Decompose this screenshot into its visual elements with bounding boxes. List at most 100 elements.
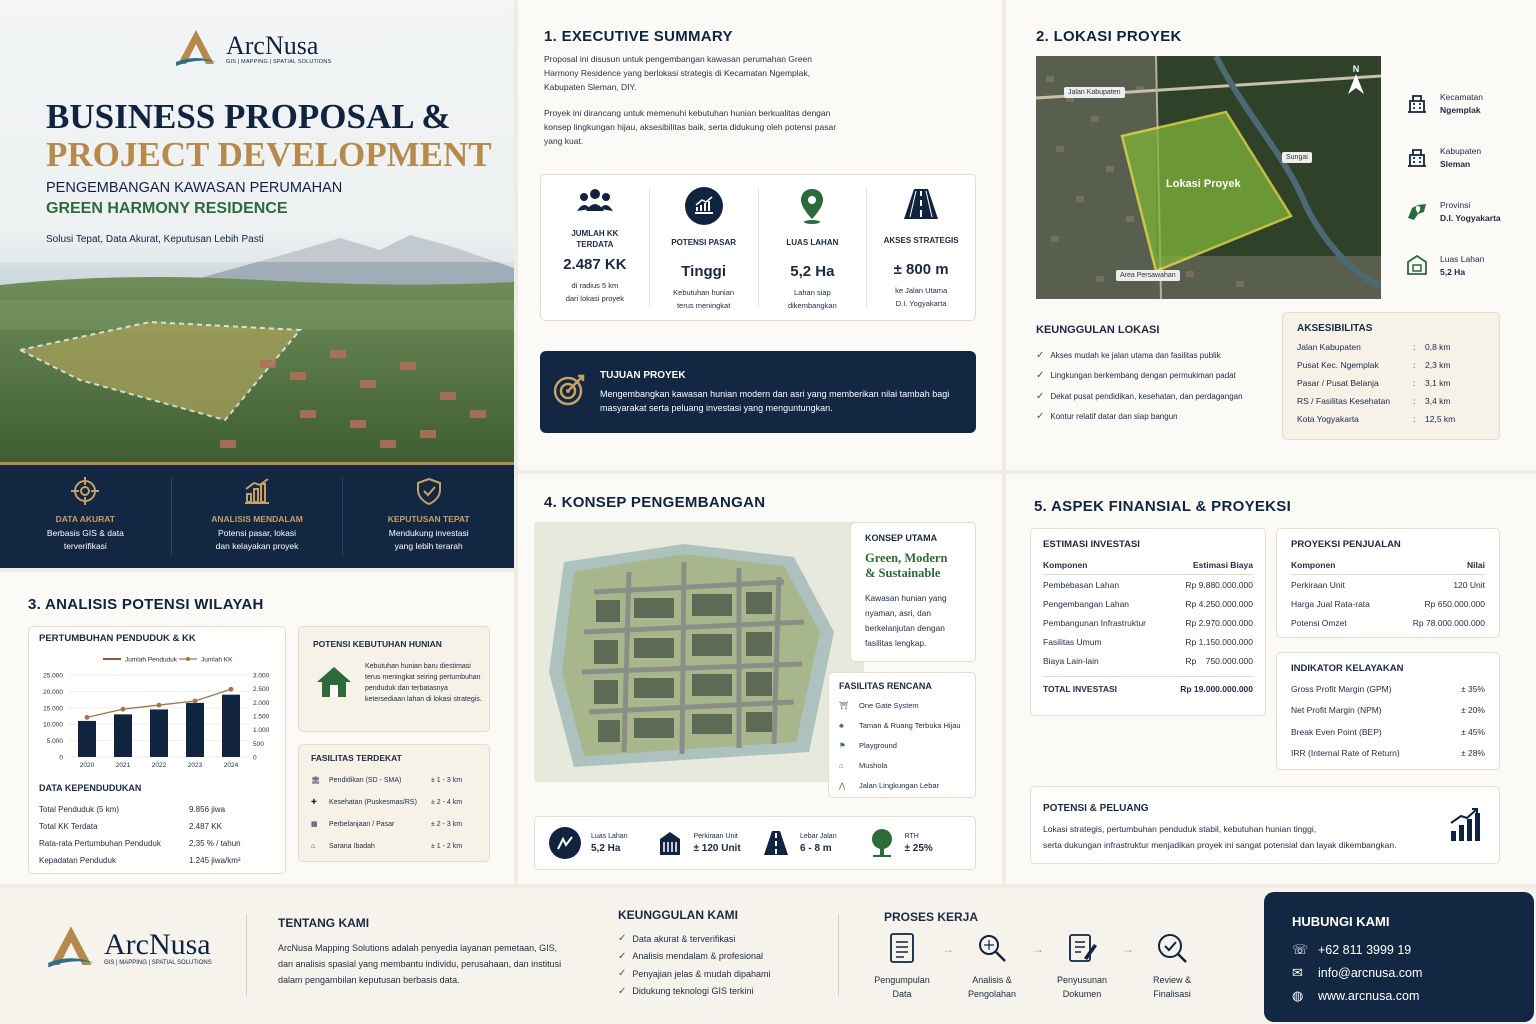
spec-key: Lebar Jalan bbox=[800, 832, 837, 840]
trend-icon bbox=[684, 187, 723, 225]
bar bbox=[222, 694, 240, 757]
check-icon: ✓ bbox=[618, 985, 627, 997]
akses-key: RS / Fasilitas Kesehatan bbox=[1297, 396, 1391, 406]
mosque-icon: ⌂ bbox=[311, 842, 316, 850]
arrow-right-icon: → bbox=[1032, 942, 1044, 956]
facility-label: Playground bbox=[859, 740, 897, 750]
website-text: www.arcnusa.com bbox=[1318, 989, 1420, 1003]
akses-key: Jalan Kabupaten bbox=[1297, 342, 1361, 352]
admin-value: 5,2 Ha bbox=[1440, 266, 1466, 277]
road-icon bbox=[904, 189, 939, 219]
facility-item: ⋀Jalan Lingkungan Lebar bbox=[839, 775, 965, 795]
cell-value: Rp 650.000.000 bbox=[1424, 598, 1486, 609]
brand-name: ArcNusa bbox=[226, 31, 319, 60]
stat-label: LUAS LAHAN bbox=[786, 238, 839, 247]
y-left-tick-label: 0 bbox=[59, 755, 63, 762]
stat-label: POTENSI PASAR bbox=[671, 238, 736, 247]
growth-chart-icon bbox=[1450, 808, 1480, 841]
legend-swatch-dot bbox=[186, 657, 190, 661]
cover-landscape-image bbox=[0, 0, 514, 462]
stat-note: Lahan siap bbox=[794, 288, 831, 297]
footer-logo: ArcNusa GIS | MAPPING | SPATIAL SOLUTION… bbox=[46, 924, 212, 972]
contact-website[interactable]: ◍www.arcnusa.com bbox=[1292, 988, 1419, 1004]
keunggulan-lokasi-title: KEUNGGULAN LOKASI bbox=[1036, 324, 1160, 336]
mosque-icon: ⌂ bbox=[839, 760, 844, 770]
bar bbox=[186, 702, 204, 757]
facility-name: Sarana Ibadah bbox=[329, 842, 375, 850]
spec-key: RTH bbox=[904, 832, 919, 840]
facility-label: One Gate System bbox=[859, 700, 919, 710]
stat-note: ke Jalan Utama bbox=[895, 286, 948, 295]
building-icon bbox=[1408, 95, 1426, 113]
goal-title: TUJUAN PROYEK bbox=[600, 370, 686, 381]
table-row: IRR (Internal Rate of Return)± 28% bbox=[1291, 743, 1485, 765]
contact-title: HUBUNGI KAMI bbox=[1292, 914, 1390, 929]
indicator-card: INDIKATOR KELAYAKAN Gross Profit Margin … bbox=[1276, 652, 1500, 770]
planned-facilities-card: FASILITAS RENCANA ⛩One Gate System ♣Tama… bbox=[828, 672, 976, 798]
spec-value: ± 25% bbox=[904, 842, 933, 854]
footer-divider bbox=[838, 914, 839, 996]
finansial-panel: 5. ASPEK FINANSIAL & PROYEKSI ESTIMASI I… bbox=[1006, 474, 1536, 884]
cover-title-line2: PROJECT DEVELOPMENT bbox=[46, 135, 492, 174]
list-item: ✓Penyajian jelas & mudah dipahami bbox=[618, 965, 770, 983]
cell-label: Pembangunan Infrastruktur bbox=[1043, 617, 1147, 628]
lokasi-panel: 2. LOKASI PROYEK Jalan Kabupaten Sungai … bbox=[1006, 0, 1536, 470]
building-icon bbox=[1408, 149, 1426, 167]
shop-icon: ▦ bbox=[311, 821, 318, 828]
facility-row: ⌂Sarana Ibadah± 1 - 2 km bbox=[311, 835, 477, 857]
demo-title: DATA KEPENDUDUKAN bbox=[39, 783, 142, 793]
check-icon: ✓ bbox=[1036, 411, 1045, 423]
konsep-panel: 4. KONSEP PENGEMBANGAN KONSEP UTAMA Gree… bbox=[518, 474, 1002, 884]
gate-icon: ⛩ bbox=[839, 700, 849, 710]
contact-phone[interactable]: ☏+62 811 3999 19 bbox=[1292, 942, 1411, 958]
demo-key: Total Penduduk (5 km) bbox=[39, 805, 120, 814]
cell-value: Rp 1.150.000.000 bbox=[1185, 636, 1253, 647]
admin-key: Kabupaten bbox=[1440, 145, 1482, 156]
x-tick-label: 2023 bbox=[188, 762, 203, 769]
y-left-tick-label: 10.000 bbox=[43, 722, 63, 729]
cell-label: Biaya Lain-lain bbox=[1043, 655, 1099, 666]
advantages-list: ✓Data akurat & terverifikasi ✓Analisis m… bbox=[618, 930, 770, 1000]
about-text: ArcNusa Mapping Solutions adalah penyedi… bbox=[278, 943, 562, 985]
y-left-tick-label: 5.000 bbox=[47, 738, 64, 745]
site-plan bbox=[534, 522, 864, 782]
demo-value: 2,35 % / tahun bbox=[189, 839, 241, 848]
facility-item: ⛩ One Gate System bbox=[839, 695, 965, 715]
goal-target-icon bbox=[553, 374, 585, 406]
check-icon: ✓ bbox=[618, 950, 627, 962]
demo-key: Kepadatan Penduduk bbox=[39, 856, 116, 865]
population-chart: 05.00010.00015.00020.00025.00005001.0001… bbox=[43, 657, 270, 770]
contact-email[interactable]: ✉info@arcnusa.com bbox=[1292, 965, 1422, 981]
tree-icon: ♣ bbox=[839, 720, 844, 730]
executive-summary-panel: 1. EXECUTIVE SUMMARY Proposal ini disusu… bbox=[518, 0, 1002, 470]
cell-label: Pembebasan Lahan bbox=[1043, 579, 1120, 590]
process-step: Pengumpulan Data bbox=[862, 932, 942, 999]
legend-label: Jumlah KK bbox=[201, 657, 233, 664]
section-title: 2. LOKASI PROYEK bbox=[1036, 28, 1182, 45]
list-item: ✓Data akurat & terverifikasi bbox=[618, 930, 770, 948]
process-steps: Pengumpulan Data → Analisis & Pengolahan… bbox=[862, 932, 1212, 999]
brand-name: ArcNusa bbox=[104, 928, 211, 961]
column-header: Komponen bbox=[1291, 560, 1336, 570]
spec-key: Luas Lahan bbox=[591, 832, 628, 840]
facility-label: Jalan Lingkungan Lebar bbox=[859, 780, 940, 790]
target-icon bbox=[71, 477, 100, 505]
cell-label: Pengembangan Lahan bbox=[1043, 598, 1130, 609]
facility-name: Kesehatan (Puskesmas/RS) bbox=[329, 798, 417, 806]
footer-divider bbox=[246, 914, 247, 996]
list-item-text: Penyajian jelas & mudah dipahami bbox=[632, 968, 771, 979]
feature-title: DATA AKURAT bbox=[55, 514, 115, 524]
planned-facilities-title: FASILITAS RENCANA bbox=[839, 681, 932, 691]
exec-paragraph-1: Proposal ini disusun untuk pengembangan … bbox=[544, 54, 812, 92]
north-label: N bbox=[1352, 64, 1360, 74]
aksesibilitas-title: AKSESIBILITAS bbox=[1297, 323, 1373, 334]
stat-value: ± 800 m bbox=[893, 261, 949, 278]
